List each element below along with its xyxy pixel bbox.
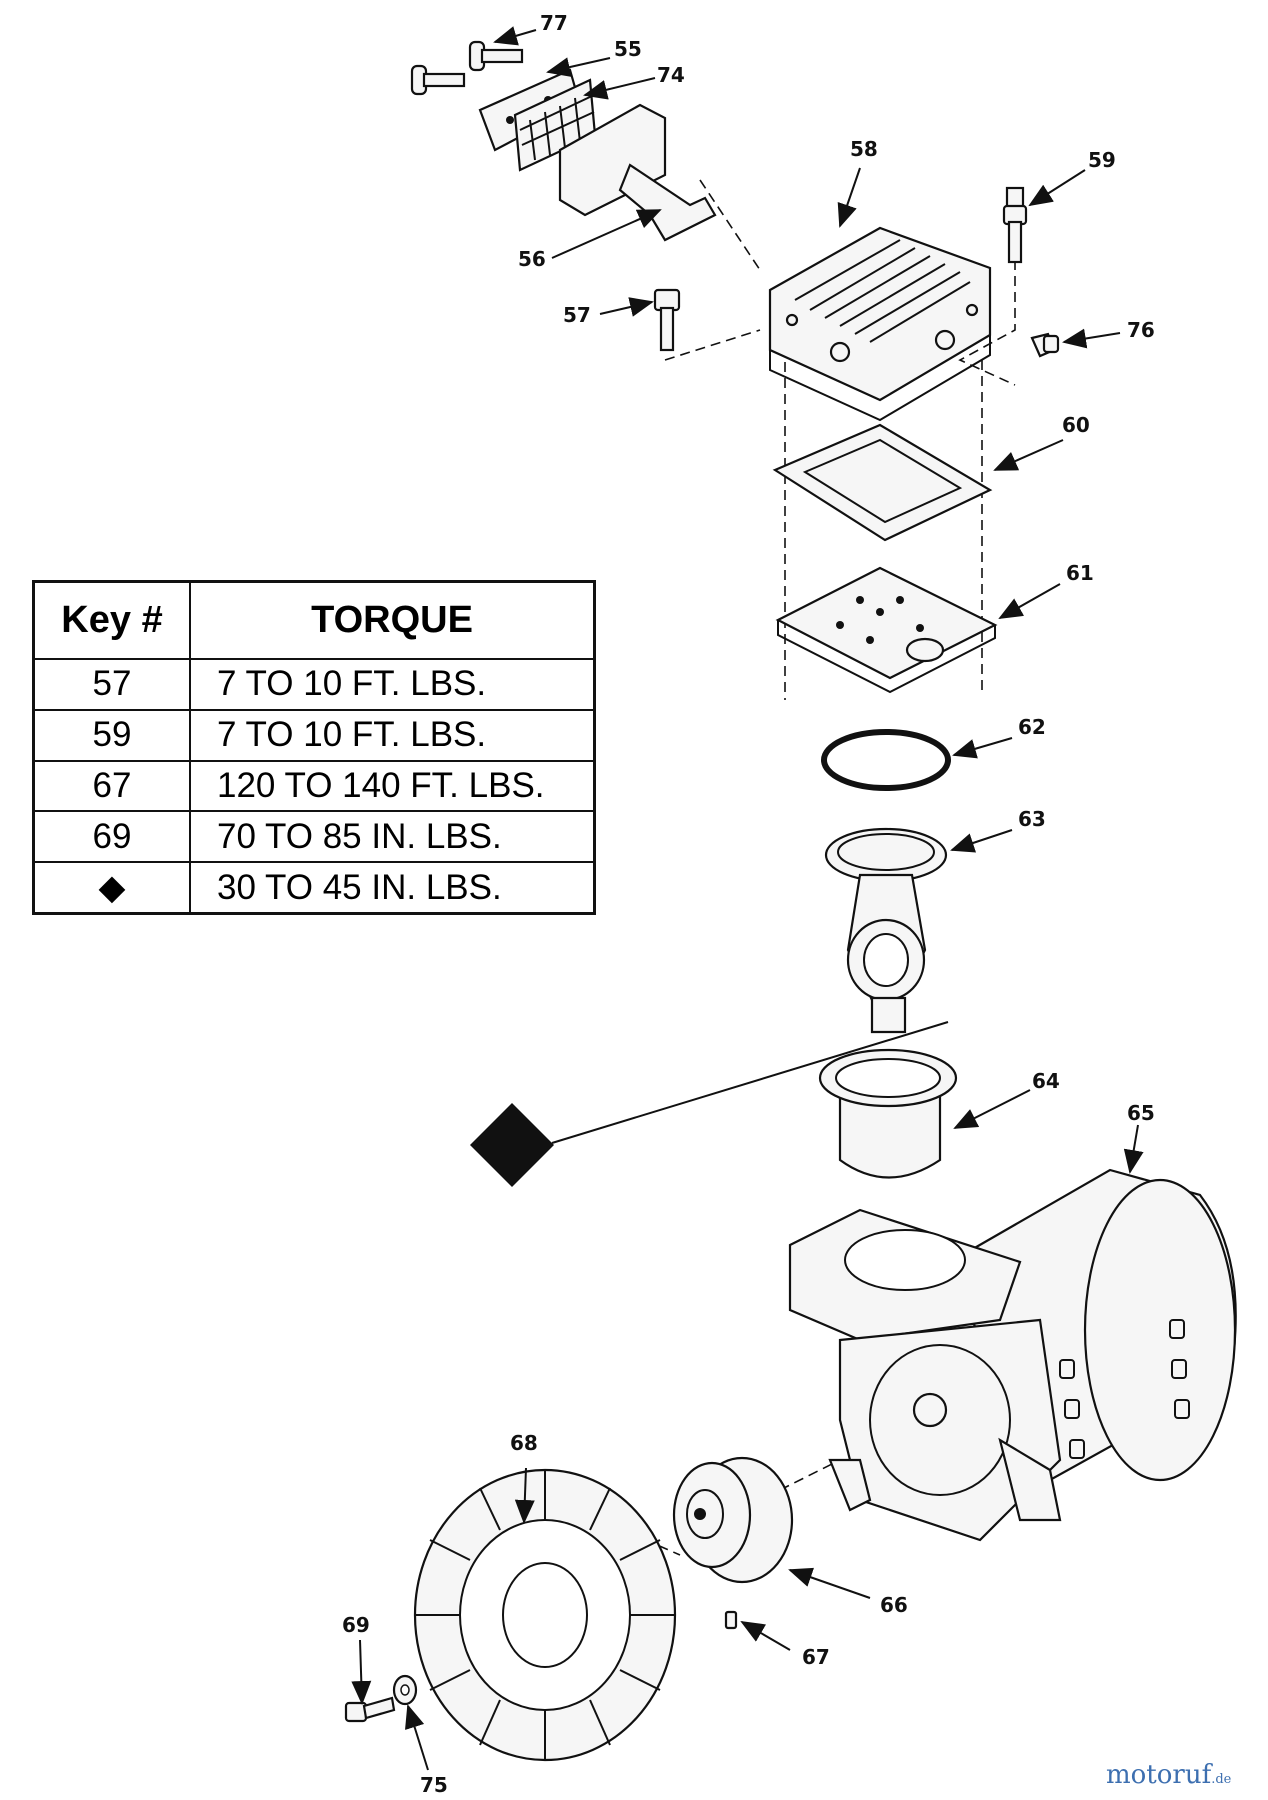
callout-58: 58 (850, 137, 878, 161)
callout-75: 75 (420, 1773, 448, 1797)
part-59-fitting (1002, 186, 1028, 264)
torque-cell: 70 TO 85 IN. LBS. (189, 810, 596, 864)
table-row: 59 7 TO 10 FT. LBS. (32, 708, 596, 762)
callout-64: 64 (1032, 1069, 1060, 1093)
leader-lines (351, 26, 1144, 1771)
callout-66: 66 (880, 1593, 908, 1617)
callout-69: 69 (342, 1613, 370, 1637)
part-63-piston-rod (824, 827, 948, 1034)
torque-diamond-indicator (470, 1021, 949, 1187)
part-68-fan-wheel (413, 1468, 677, 1762)
part-56-intake-housing (558, 103, 717, 242)
torque-column-header: TORQUE (189, 580, 596, 660)
callout-59: 59 (1088, 148, 1116, 172)
part-57-bolt (653, 288, 681, 352)
callout-55: 55 (614, 37, 642, 61)
key-column-header: Key # (32, 580, 191, 660)
watermark-brand: motoruf (1106, 1760, 1212, 1790)
part-76-plug (1030, 332, 1060, 358)
callout-68: 68 (510, 1431, 538, 1455)
callout-62: 62 (1018, 715, 1046, 739)
torque-cell: 7 TO 10 FT. LBS. (189, 658, 596, 711)
key-cell: 59 (32, 708, 191, 762)
callout-67: 67 (802, 1645, 830, 1669)
torque-cell: 120 TO 140 FT. LBS. (189, 759, 596, 813)
key-cell: 57 (32, 658, 191, 711)
table-row: 69 70 TO 85 IN. LBS. (32, 810, 596, 864)
part-60-gasket (772, 423, 993, 542)
part-75-washer (392, 1674, 418, 1706)
key-cell-diamond: ◆ (32, 861, 191, 915)
callout-labels: 77 55 74 58 59 56 57 76 60 61 62 63 64 6… (342, 11, 1155, 1797)
part-67-set-screw (724, 1610, 738, 1630)
callout-61: 61 (1066, 561, 1094, 585)
callout-63: 63 (1018, 807, 1046, 831)
callout-74: 74 (657, 63, 685, 87)
watermark-logo: motoruf.de (1106, 1760, 1231, 1790)
table-row: 67 120 TO 140 FT. LBS. (32, 759, 596, 813)
part-64-cylinder-sleeve (818, 1048, 958, 1179)
torque-cell: 30 TO 45 IN. LBS. (189, 861, 596, 915)
callout-56: 56 (518, 247, 546, 271)
part-58-cylinder-head (768, 226, 992, 422)
table-row: 57 7 TO 10 FT. LBS. (32, 658, 596, 711)
part-69-bolt (344, 1696, 396, 1723)
part-61-valve-plate (775, 566, 998, 694)
watermark-domain: .de (1211, 1772, 1232, 1787)
callout-65: 65 (1127, 1101, 1155, 1125)
torque-table-header: Key # TORQUE (32, 580, 596, 660)
part-65-motor-crankcase (788, 1168, 1237, 1542)
callout-57: 57 (563, 303, 591, 327)
callout-77: 77 (540, 11, 568, 35)
callout-60: 60 (1062, 413, 1090, 437)
part-77-bolts (410, 40, 524, 96)
part-66-pulley-hub (672, 1456, 794, 1584)
table-row: ◆ 30 TO 45 IN. LBS. (32, 861, 596, 915)
key-cell: 69 (32, 810, 191, 864)
torque-table: Key # TORQUE 57 7 TO 10 FT. LBS. 59 7 TO… (32, 580, 596, 915)
part-62-o-ring (821, 729, 951, 791)
key-cell: 67 (32, 759, 191, 813)
torque-cell: 7 TO 10 FT. LBS. (189, 708, 596, 762)
callout-76: 76 (1127, 318, 1155, 342)
